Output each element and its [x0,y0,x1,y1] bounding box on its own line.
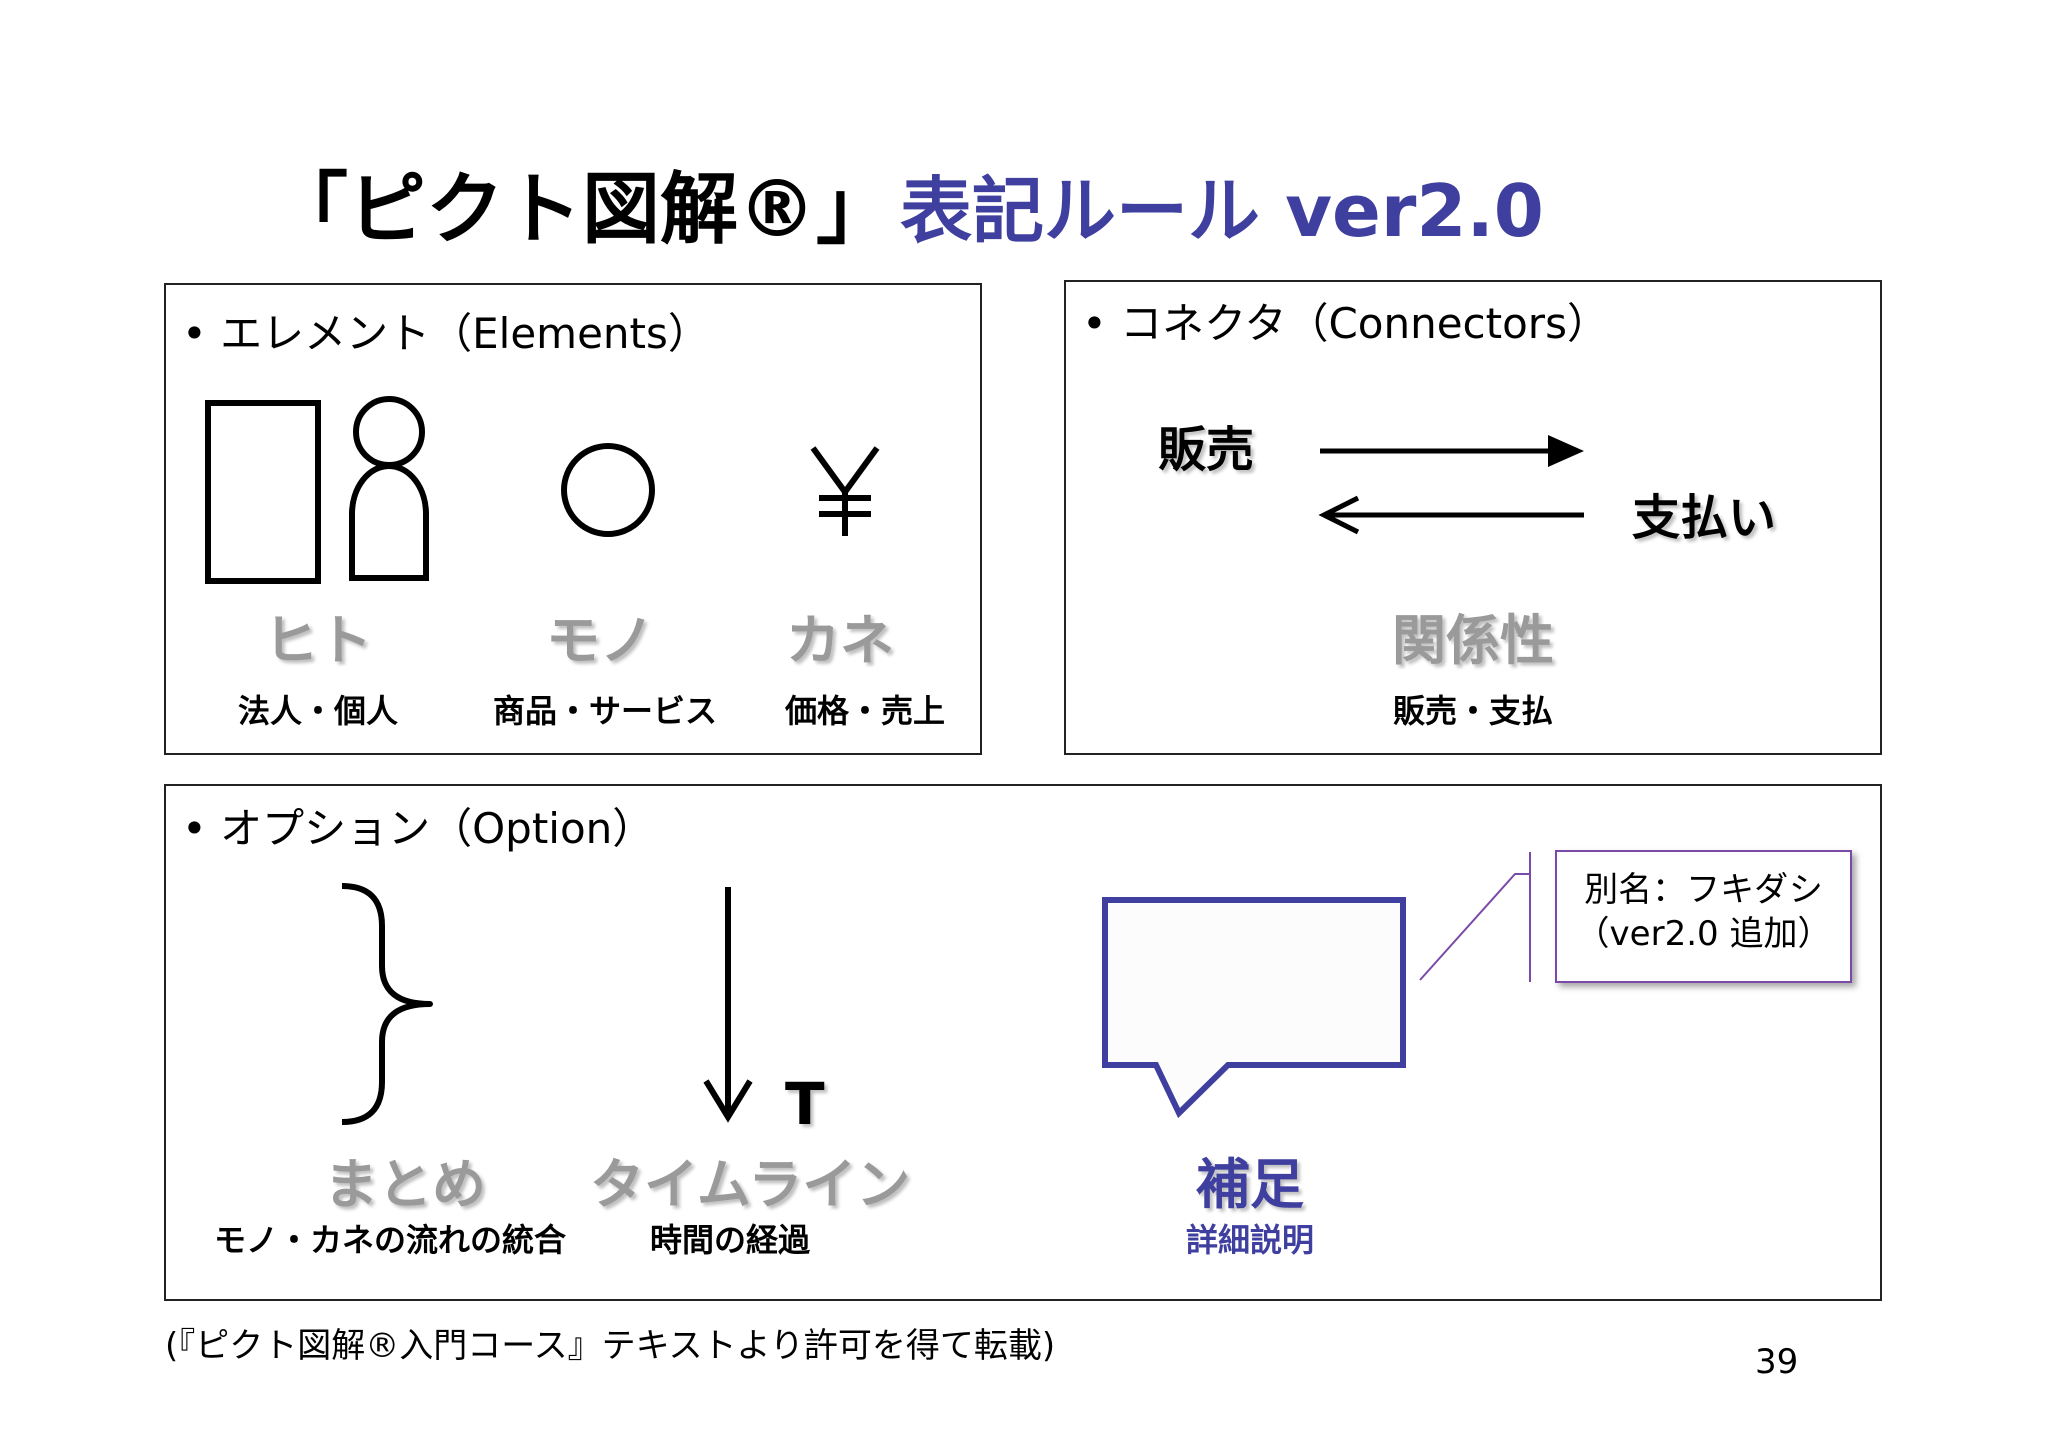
callout-note: 別名：フキダシ （ver2.0 追加） [1555,850,1852,983]
timeline-arrow-icon [703,887,753,1123]
callout-line2: （ver2.0 追加） [1575,914,1832,954]
label-kankeisei: 関係性 [1392,609,1554,672]
person-icon [349,396,429,581]
callout-line1: 別名：フキダシ [1584,870,1823,910]
arrow-right-icon [1320,435,1584,467]
sub-kankeisei: 販売・支払 [1392,692,1553,730]
sub-mono: 商品・サービス [492,692,717,730]
connector-right-label: 支払い [1632,490,1777,546]
connectors-panel [1064,280,1882,755]
elements-heading: • エレメント（Elements） [182,309,710,358]
arrow-left-icon [1318,495,1584,535]
yen-icon [810,446,880,536]
person-rectangle-icon [205,400,321,584]
option-heading: • オプション（Option） [182,804,655,853]
thing-circle-icon [561,443,655,537]
callout-connector [1419,852,1531,982]
timeline-t-mark: T [785,1070,825,1138]
source-footnote: (『ピクト図解®入門コース』テキストより許可を得て転載) [165,1326,1056,1366]
label-kane: カネ [786,609,894,672]
title-main: 「ピクト図解®」 [270,165,895,255]
label-hosoku: 補足 [1196,1153,1304,1216]
brace-icon [341,883,433,1125]
sub-timeline: 時間の経過 [649,1221,810,1259]
connectors-heading: • コネクタ（Connectors） [1082,299,1609,348]
elements-panel [164,283,982,755]
label-mono: モノ [546,609,654,672]
page-number: 39 [1755,1342,1799,1382]
speech-bubble-icon [1102,897,1406,1119]
slide-title: 「ピクト図解®」表記ルール ver2.0 [270,160,1544,261]
sub-hosoku: 詳細説明 [1185,1221,1314,1259]
sub-matome: モノ・カネの流れの統合 [213,1221,566,1259]
label-matome: まとめ [324,1153,486,1216]
label-hito: ヒト [264,609,372,672]
connector-left-label: 販売 [1158,422,1255,478]
sub-hito: 法人・個人 [237,692,398,730]
sub-kane: 価格・売上 [784,692,945,730]
option-panel [164,784,1882,1301]
label-timeline: タイムライン [590,1153,911,1216]
title-sub: 表記ルール ver2.0 [900,169,1544,253]
